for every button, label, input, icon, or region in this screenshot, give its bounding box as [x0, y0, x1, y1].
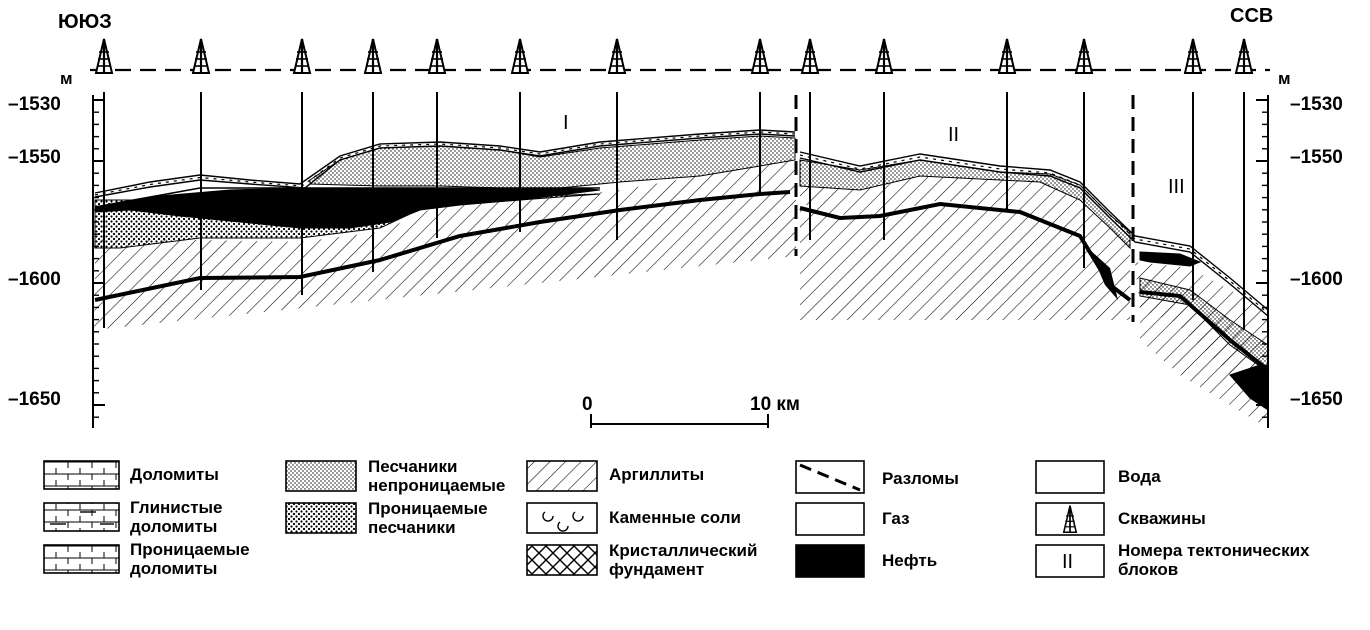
well-icon: [427, 38, 447, 74]
block-number-1: I: [563, 112, 569, 134]
tick-label-left-1550: –1550: [8, 147, 61, 168]
well-icon: [607, 38, 627, 74]
well-icon: [363, 38, 383, 74]
legend-item-water: Вода: [1035, 460, 1161, 494]
well-icon: [874, 38, 894, 74]
argillite-layer-block-2-lower: [800, 204, 1130, 320]
legend-block-symbol: II: [1062, 551, 1073, 573]
legend-item-wells: Скважины: [1035, 502, 1206, 536]
block-number-3: III: [1168, 176, 1185, 198]
unit-label-right: м: [1278, 69, 1291, 88]
basement-contact: [94, 190, 1270, 372]
scale-start-label: 0: [582, 394, 593, 415]
well-icon: [800, 38, 820, 74]
wells: [94, 38, 1254, 74]
legend-item-gas: Газ: [795, 502, 910, 536]
legend-label-argillites: Аргиллиты: [609, 465, 704, 484]
oil-deposit-block-3-bottom: [1229, 364, 1269, 411]
legend-label-dolomites: Доломиты: [130, 465, 219, 484]
well-icon: [1234, 38, 1254, 74]
scale-bar: 0 10 км: [582, 394, 800, 428]
scale-end-label: 10 км: [750, 394, 800, 415]
legend-item-oil: Нефть: [795, 544, 937, 578]
legend-item-dolomites: Доломиты: [43, 460, 219, 490]
direction-left-label: ЮЮЗ: [58, 11, 112, 33]
well-icon: [94, 38, 114, 74]
direction-right-label: ССВ: [1230, 5, 1273, 27]
legend-item-faults: Разломы: [795, 460, 959, 494]
tick-label-left-1650: –1650: [8, 389, 61, 410]
tick-label-right-1550: –1550: [1290, 147, 1343, 168]
tick-label-left-1530: –1530: [8, 94, 61, 115]
tick-label-right-1600: –1600: [1290, 269, 1343, 290]
well-icon: [750, 38, 770, 74]
legend-item-rock-salt: Каменные соли: [526, 502, 741, 534]
argillite-layer: [95, 158, 795, 304]
argillite-layer-block-2: [800, 176, 1130, 296]
tick-label-right-1530: –1530: [1290, 94, 1343, 115]
legend-label-faults: Разломы: [882, 469, 959, 488]
legend-label-wells: Скважины: [1118, 509, 1206, 528]
legend-label-oil: Нефть: [882, 551, 937, 570]
unit-label-left: м: [60, 69, 73, 88]
well-icon: [292, 38, 312, 74]
legend-label-rock-salt: Каменные соли: [609, 508, 741, 527]
dolomite-cap: [94, 129, 1269, 317]
legend-item-argillites: Аргиллиты: [526, 460, 704, 492]
well-bores: [103, 92, 1245, 330]
tick-label-right-1650: –1650: [1290, 389, 1343, 410]
argillite-layer-block-3-lower: [1140, 296, 1268, 428]
gas-oil-contact: [94, 187, 600, 208]
well-icon: [997, 38, 1017, 74]
section-body: [93, 92, 1270, 428]
well-icon: [1183, 38, 1203, 74]
legend-label-water: Вода: [1118, 467, 1161, 486]
oil-deposit-block-3: [1139, 251, 1202, 267]
legend-label-gas: Газ: [882, 509, 910, 528]
well-icon: [191, 38, 211, 74]
well-icon: [510, 38, 530, 74]
argillite-layer-lower: [93, 192, 796, 330]
well-icon: [1074, 38, 1094, 74]
tick-label-left-1600: –1600: [8, 269, 61, 290]
block-number-2: II: [948, 124, 959, 146]
